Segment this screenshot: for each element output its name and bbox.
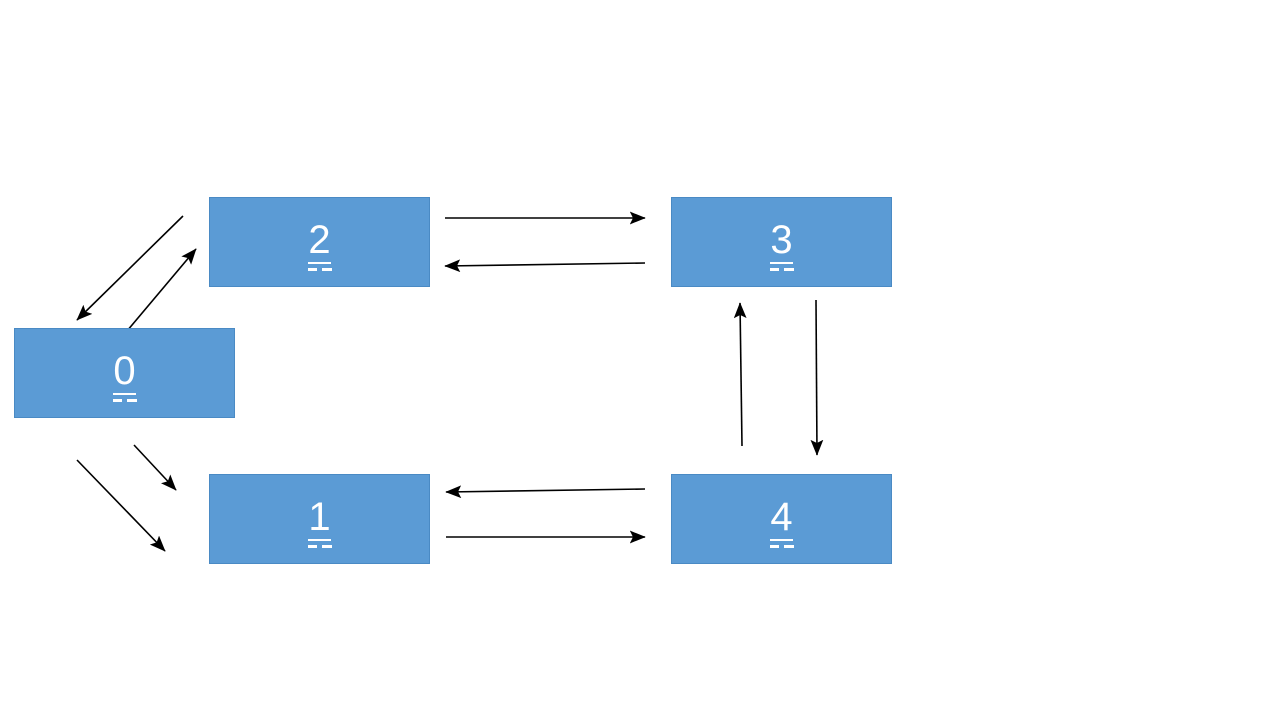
- node-2[interactable]: 2: [209, 197, 430, 287]
- edge-0-to-2: [126, 248, 197, 332]
- edge-4-to-3: [733, 302, 747, 447]
- edge-0-to-1: [133, 444, 177, 491]
- edge-3-to-2: [444, 259, 646, 273]
- node-4-label: 4: [770, 495, 793, 541]
- edge-3-to-4: [810, 299, 824, 456]
- node-0-label: 0: [113, 349, 136, 395]
- node-4[interactable]: 4: [671, 474, 892, 564]
- edge-0-to-1: [76, 459, 166, 552]
- edge-2-to-0: [76, 215, 184, 321]
- edge-4-to-1: [445, 485, 646, 499]
- node-1[interactable]: 1: [209, 474, 430, 564]
- node-0[interactable]: 0: [14, 328, 235, 418]
- node-2-label: 2: [308, 218, 331, 264]
- node-1-label: 1: [308, 495, 331, 541]
- node-3-label: 3: [770, 218, 793, 264]
- node-3[interactable]: 3: [671, 197, 892, 287]
